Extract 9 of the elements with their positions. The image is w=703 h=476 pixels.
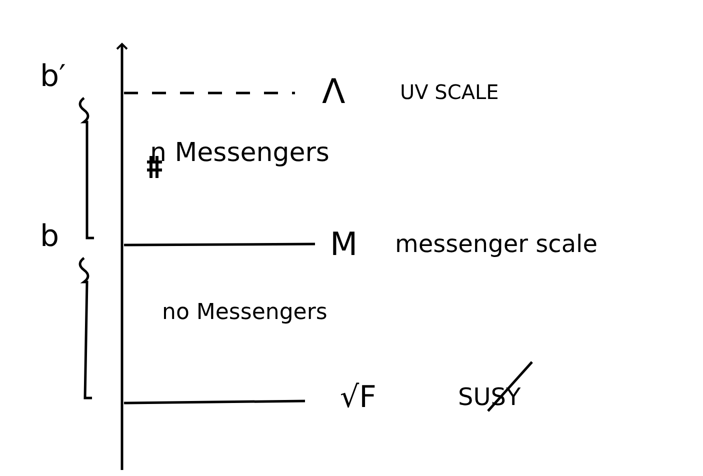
scale-symbol: M bbox=[330, 228, 358, 260]
scale-label: b′ bbox=[40, 62, 66, 92]
scale-symbol: Λ bbox=[322, 75, 346, 109]
scale-label: b bbox=[40, 222, 60, 252]
region-label: n Messengers bbox=[150, 140, 330, 166]
scale-name: messenger scale bbox=[395, 232, 598, 256]
scale-name: UV SCALE bbox=[400, 82, 499, 102]
region-label: no Messengers bbox=[162, 302, 328, 324]
scale-symbol: √F bbox=[340, 383, 376, 413]
